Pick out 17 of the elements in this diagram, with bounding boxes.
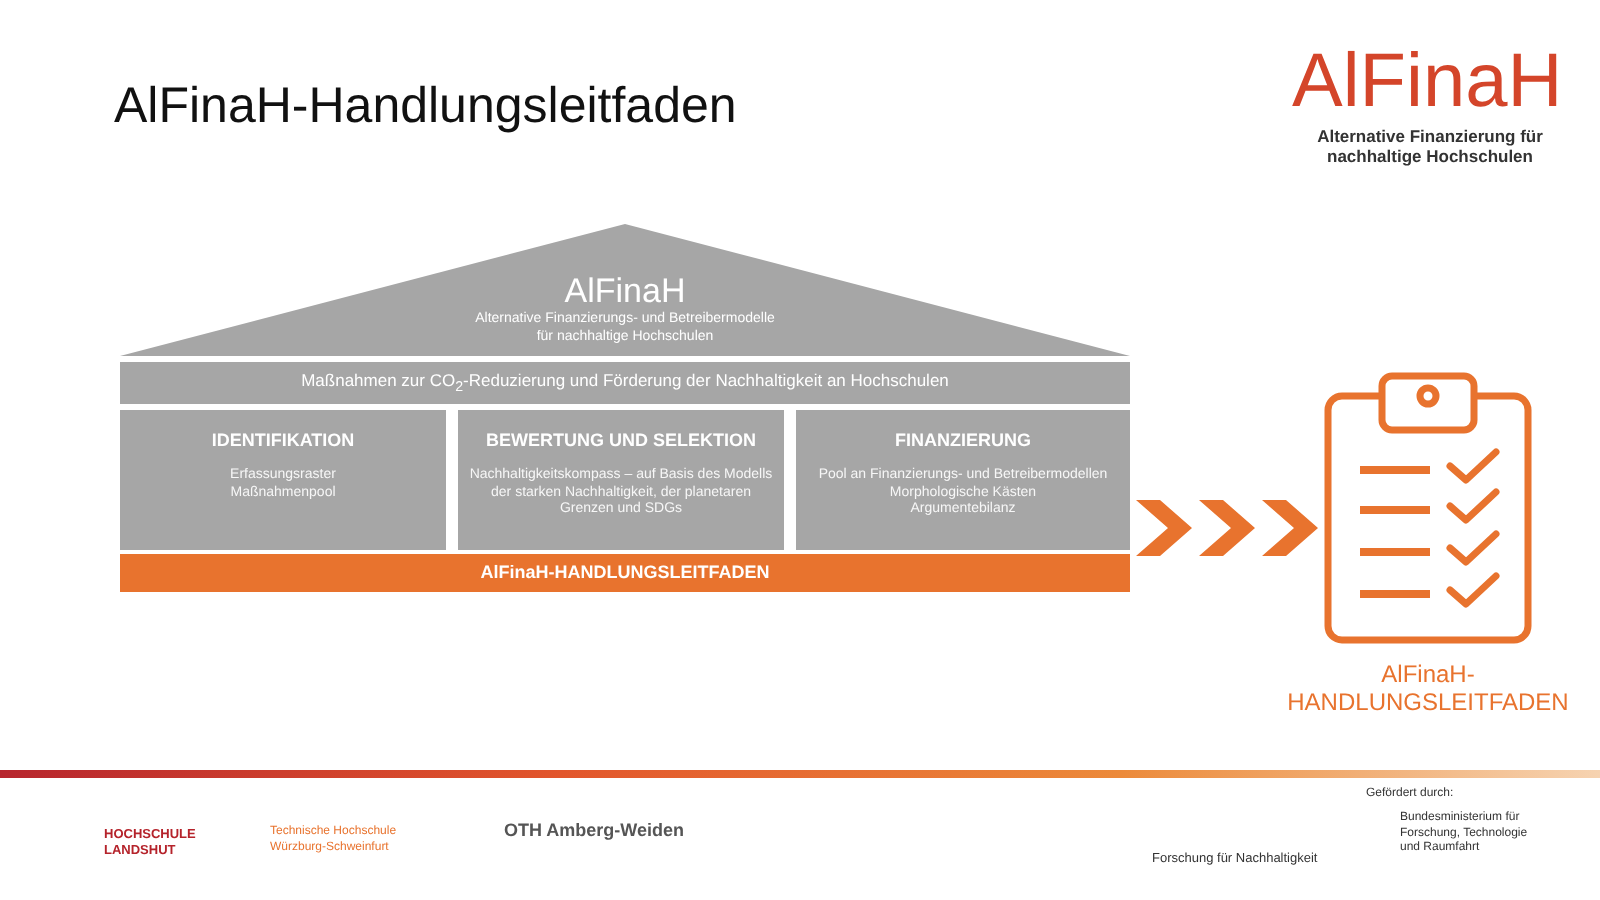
- pillar-heading: BEWERTUNG UND SELEKTION: [486, 430, 756, 452]
- university-name: OTH Amberg-Weiden: [504, 820, 685, 842]
- pillar-heading: FINANZIERUNG: [895, 430, 1031, 452]
- roof-title: AlFinaH: [564, 272, 686, 310]
- project-name: AlFinaH: [1292, 40, 1563, 124]
- pillar-panel: [458, 410, 784, 550]
- caption-text: AlFinaH- HANDLUNGSLEITFADEN: [1285, 660, 1571, 716]
- beam-bar: [120, 362, 1130, 404]
- pillar-heading: IDENTIFIKATION: [211, 430, 355, 452]
- foundation-bar: [120, 554, 1130, 592]
- foundation-text: AlFinaH-HANDLUNGSLEITFADEN: [480, 562, 770, 584]
- tagline-text: Alternative Finanzierung für nachhaltige Hochschulen: [1315, 126, 1545, 166]
- pillar-panel: [796, 410, 1130, 550]
- chevron-arrow: [1136, 500, 1318, 556]
- beam-text: Maßnahmen zur CO$_{2}$-Reduzierung und Förderung der Nachhaltigkeit an Hochschulen: [301, 369, 949, 397]
- slide-title: AlFinaH-Handlungsleitfaden: [114, 76, 737, 136]
- pillar-panel: [120, 410, 446, 550]
